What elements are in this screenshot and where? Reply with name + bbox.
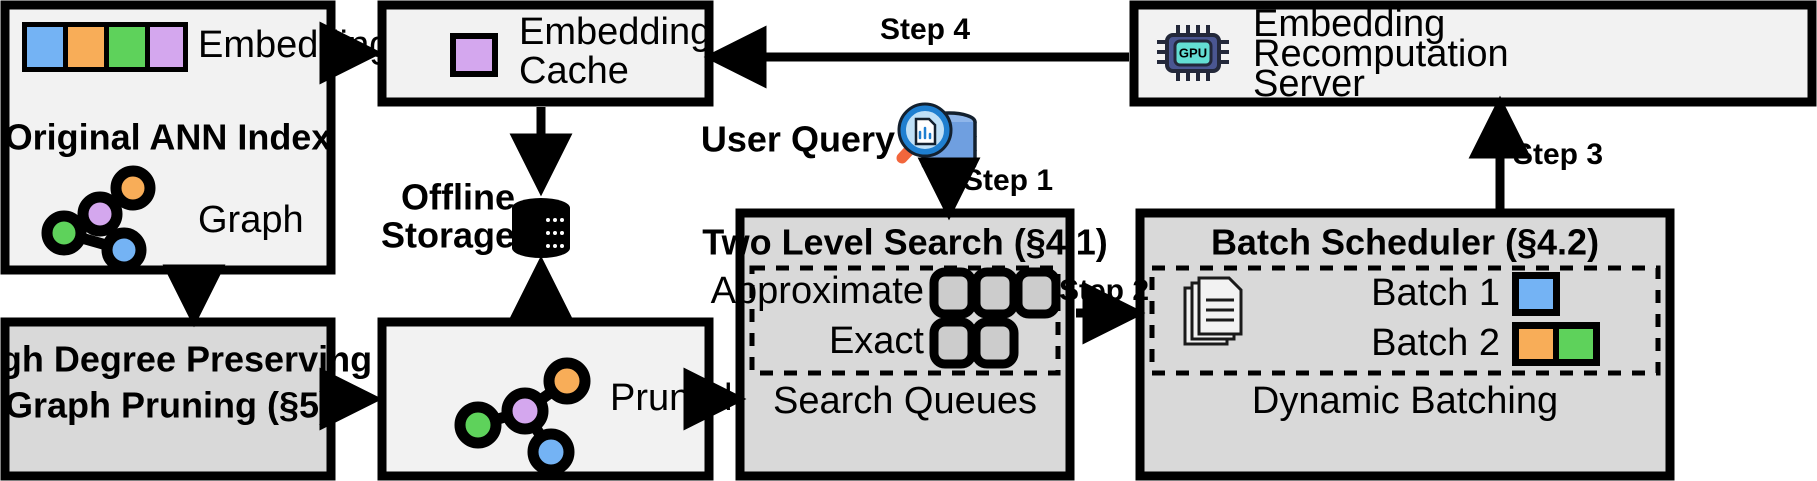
pruned-node-orange bbox=[543, 357, 591, 405]
arrow-step-3: Step 3 bbox=[1468, 95, 1603, 209]
pruned-node-green bbox=[454, 401, 502, 449]
embedding-label: Embedding bbox=[198, 24, 390, 66]
box-embedding-cache: Embedding Cache bbox=[377, 0, 714, 107]
documents-stack-icon bbox=[1183, 276, 1243, 346]
box-two-level-search: Two Level Search (§4.1) Approximate Exac… bbox=[702, 208, 1108, 481]
pruning-line2: Graph Pruning (§5) bbox=[5, 385, 331, 426]
recomputation-server-line3: Server bbox=[1253, 63, 1365, 105]
search-queues-footer: Search Queues bbox=[773, 380, 1037, 422]
database-icon bbox=[512, 198, 570, 258]
batch-swatch-green bbox=[1559, 329, 1593, 359]
graph-node-orange bbox=[110, 165, 156, 211]
pruned-graph-illustration bbox=[454, 357, 591, 476]
batch-label-2: Batch 2 bbox=[1371, 322, 1500, 364]
graph-node-blue bbox=[101, 227, 147, 273]
batch-scheduler-title: Batch Scheduler (§4.2) bbox=[1211, 222, 1599, 263]
embedding-cache-line1: Embedding bbox=[519, 11, 711, 53]
pruned-node-purple bbox=[501, 387, 549, 435]
queue-row-label-approximate: Approximate bbox=[711, 270, 924, 312]
queue-tile bbox=[929, 267, 977, 319]
offline-storage-group: Offline Storage bbox=[381, 177, 570, 258]
queue-tile bbox=[929, 317, 977, 369]
embedding-cache-line2: Cache bbox=[519, 50, 629, 92]
arrow-step-2: Step 2 bbox=[1059, 274, 1149, 345]
queue-row-label-exact: Exact bbox=[829, 320, 924, 362]
dynamic-batching-footer: Dynamic Batching bbox=[1252, 380, 1558, 422]
two-level-search-title: Two Level Search (§4.1) bbox=[702, 222, 1108, 263]
query-search-database-icon bbox=[896, 102, 977, 175]
box-high-degree-pruning: High Degree Preserving Graph Pruning (§5… bbox=[0, 317, 372, 481]
swatch-purple bbox=[150, 27, 183, 67]
pruned-node-blue bbox=[527, 428, 575, 476]
graph-node-green bbox=[41, 210, 87, 256]
gpu-icon-label: GPU bbox=[1179, 45, 1207, 60]
gpu-chip-icon: GPU bbox=[1157, 25, 1229, 81]
queue-tile bbox=[1013, 267, 1061, 319]
user-query-label: User Query bbox=[701, 119, 895, 160]
graph-node-purple bbox=[77, 191, 123, 237]
step-4-label: Step 4 bbox=[880, 13, 970, 46]
step-3-label: Step 3 bbox=[1513, 138, 1603, 171]
original-graph-illustration bbox=[41, 165, 156, 273]
pruning-line1: High Degree Preserving bbox=[0, 339, 372, 380]
queue-tile bbox=[971, 267, 1019, 319]
original-ann-index-title: Original ANN Index bbox=[5, 117, 332, 158]
offline-storage-line2: Storage bbox=[381, 215, 515, 256]
batch-swatch-orange bbox=[1519, 329, 1553, 359]
arrow-step-4: Step 4 bbox=[703, 13, 1129, 89]
offline-storage-line1: Offline bbox=[401, 177, 515, 218]
queue-tile bbox=[971, 317, 1019, 369]
swatch-orange bbox=[68, 27, 104, 67]
arrow-step-1: Step 1 bbox=[917, 157, 1053, 221]
swatch-green bbox=[109, 27, 145, 67]
step-2-label: Step 2 bbox=[1059, 274, 1149, 307]
recomputation-server-line1: Embedding bbox=[1253, 3, 1445, 45]
batch-label-1: Batch 1 bbox=[1371, 272, 1500, 314]
user-query-group: User Query bbox=[701, 102, 977, 175]
step-1-label: Step 1 bbox=[963, 164, 1053, 197]
embedding-swatch-strip bbox=[22, 22, 188, 72]
embedding-cache-swatch bbox=[450, 33, 498, 77]
recomputation-server-line2: Recomputation bbox=[1253, 33, 1509, 75]
box-batch-scheduler: Batch Scheduler (§4.2) Batch 1 bbox=[1135, 208, 1675, 481]
swatch-blue bbox=[27, 27, 63, 67]
box-embedding-recomputation-server: GPU Embedding Recomputation Server bbox=[1129, 0, 1817, 107]
batch-swatch-blue bbox=[1519, 279, 1553, 309]
graph-label: Graph bbox=[198, 199, 304, 241]
box-original-ann-index: Embedding Original ANN Index Graph bbox=[0, 0, 390, 275]
